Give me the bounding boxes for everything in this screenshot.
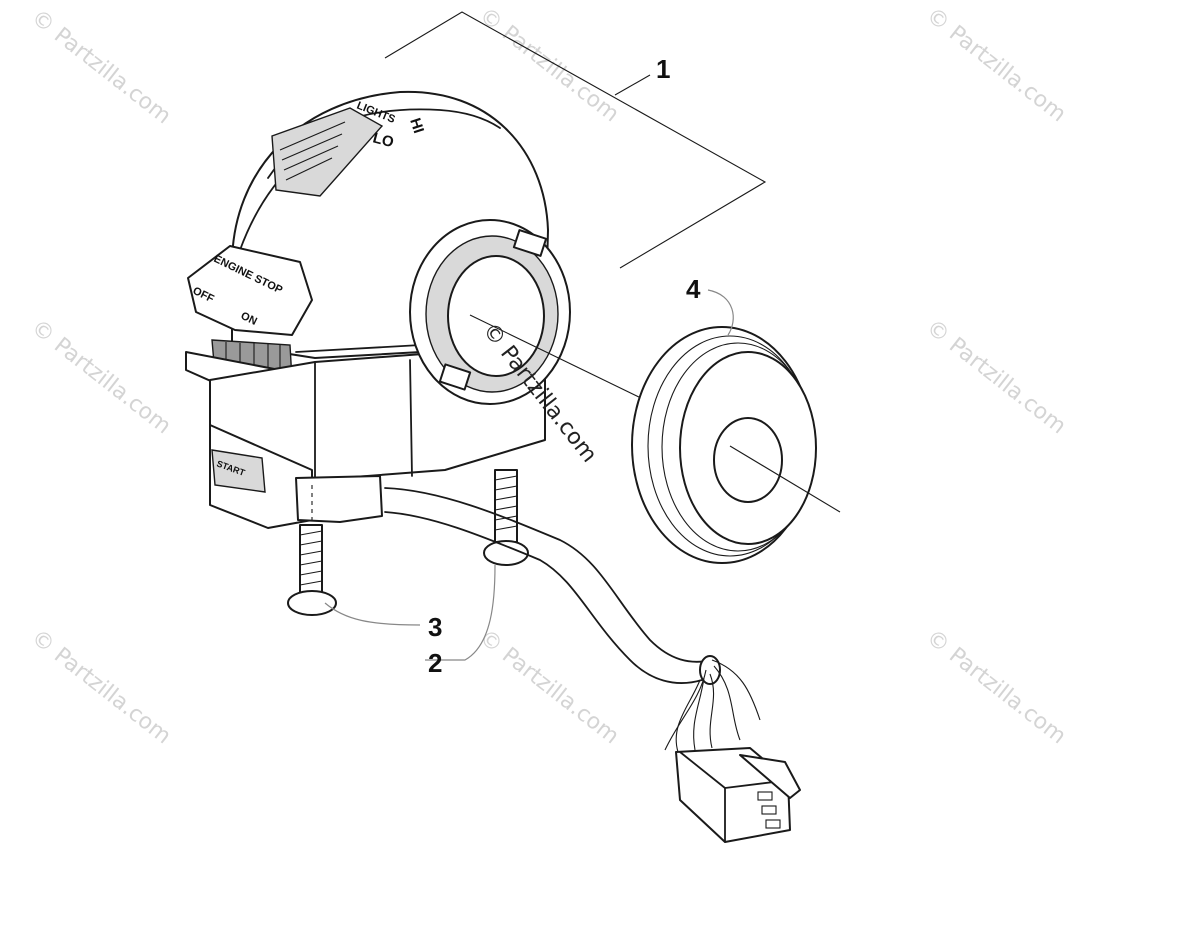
label-lo: LO (371, 129, 396, 151)
leader-4 (707, 289, 734, 336)
screw-2 (483, 469, 529, 566)
watermark: © Partzilla.com (26, 625, 175, 749)
callout-4: 4 (686, 274, 701, 304)
callout-3: 3 (428, 612, 442, 642)
leader-3 (324, 602, 421, 626)
screw-3 (287, 485, 337, 616)
start-button (211, 449, 266, 493)
watermark: © Partzilla.com (921, 3, 1070, 127)
centerline (469, 314, 646, 401)
watermark: © Partzilla.com (26, 315, 175, 439)
label-hi: HI (406, 116, 427, 136)
watermark: © Partzilla.com (26, 5, 175, 129)
watermark: © Partzilla.com (921, 315, 1070, 439)
leader-2 (425, 564, 496, 661)
grip-bore (409, 219, 571, 405)
grommet (631, 326, 841, 564)
wire-harness (384, 487, 801, 843)
watermark: © Partzilla.com (474, 3, 623, 127)
callout-1-bracket (384, 11, 767, 269)
callout-1: 1 (656, 54, 670, 84)
callout-2: 2 (428, 648, 442, 678)
watermark: © Partzilla.com (474, 625, 623, 749)
engine-stop-rocker (187, 245, 313, 336)
watermark: © Partzilla.com (921, 625, 1070, 749)
